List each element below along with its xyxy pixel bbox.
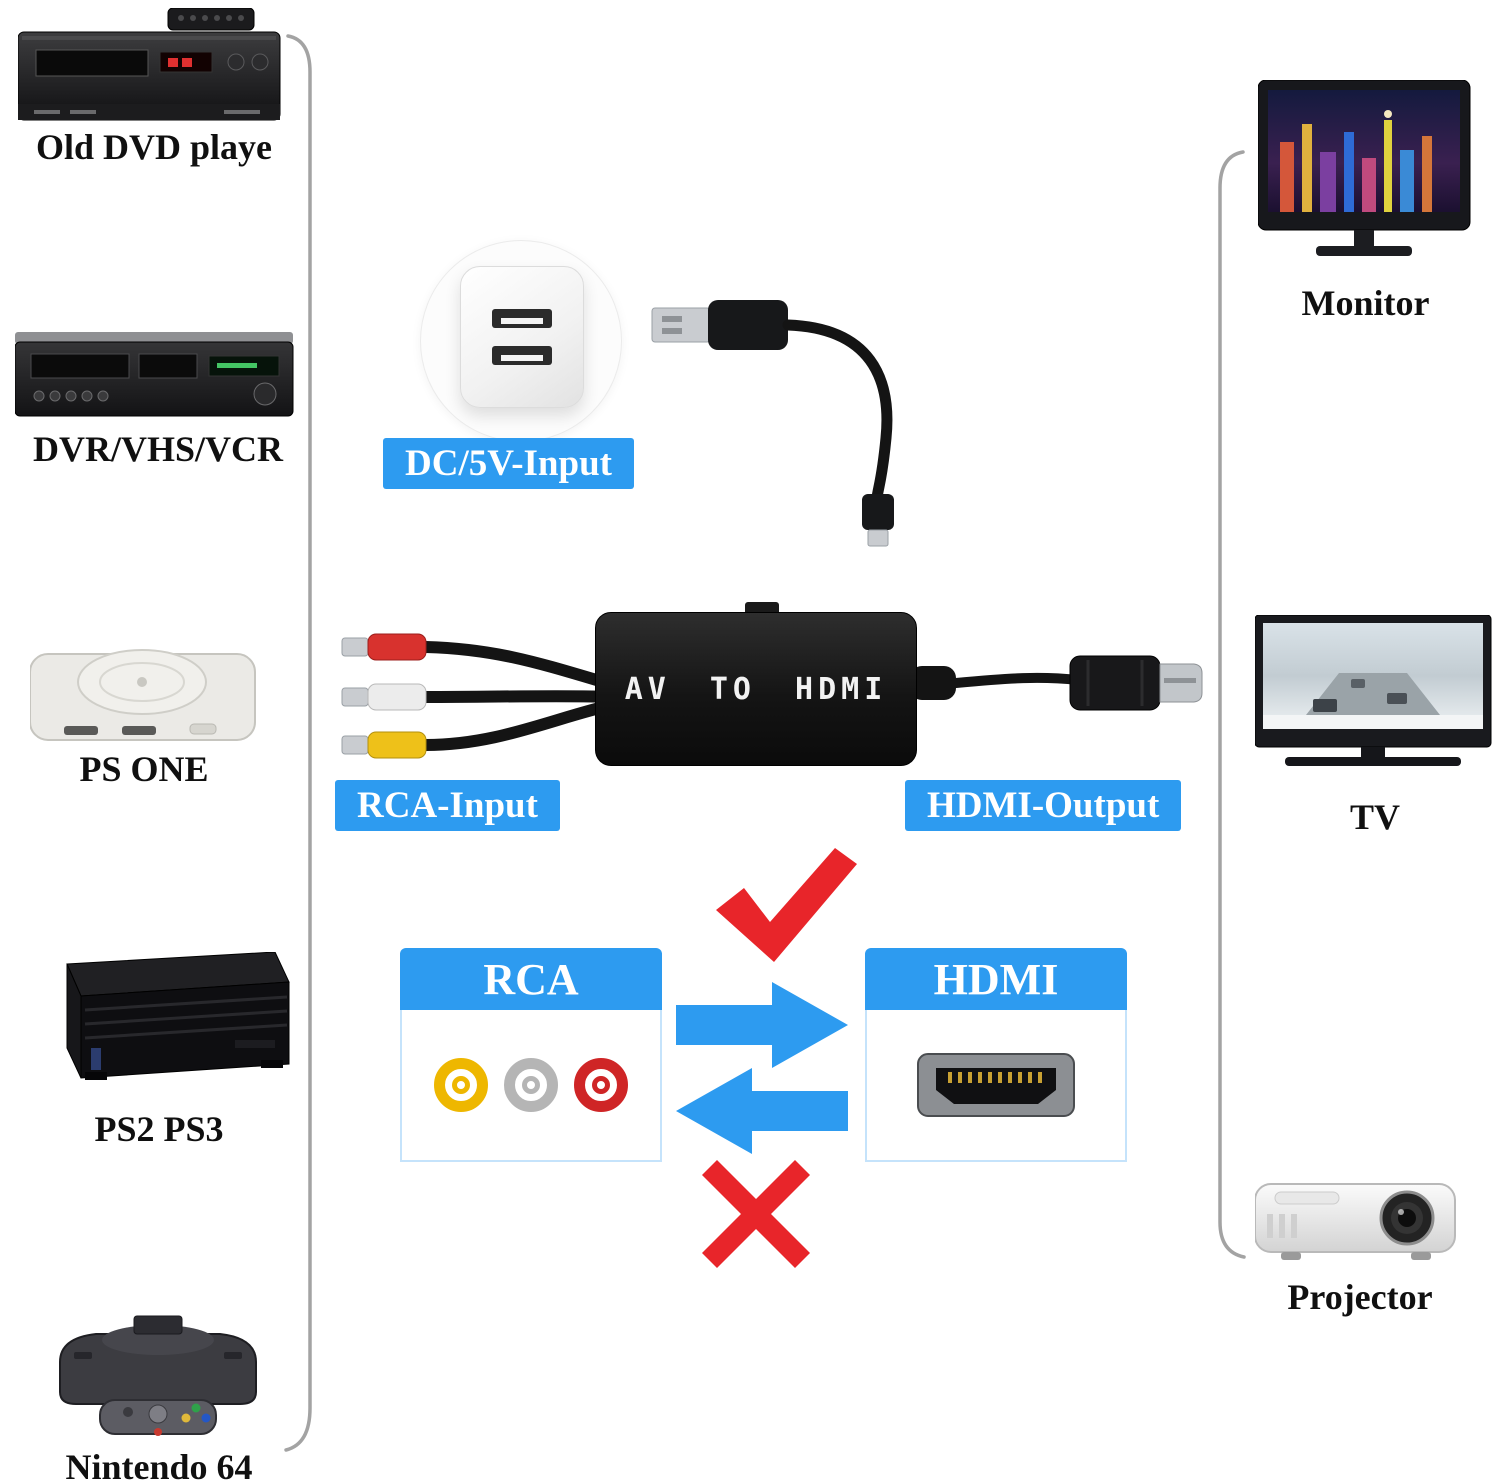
device-label-old-dvd-player: Old DVD playe bbox=[35, 127, 273, 167]
monitor-image bbox=[1258, 80, 1471, 256]
ps-one-image bbox=[30, 649, 256, 741]
checkmark-icon bbox=[716, 848, 857, 962]
device-label-nintendo-64: Nintendo 64 bbox=[65, 1447, 253, 1484]
device-label-dvr-vhs-vcr: DVR/VHS/VCR bbox=[32, 429, 283, 469]
usb-power-cable-image bbox=[651, 300, 894, 547]
rca-box-title: RCA bbox=[400, 948, 662, 1010]
old-dvd-player-image bbox=[18, 8, 281, 121]
usb-port-icon bbox=[492, 309, 552, 328]
nintendo-64-image bbox=[59, 1315, 257, 1436]
cross-icon bbox=[702, 1160, 810, 1268]
tv-image bbox=[1255, 615, 1492, 766]
arrow-left-icon bbox=[676, 1068, 848, 1154]
hdmi-output-label: HDMI-Output bbox=[905, 780, 1182, 831]
converter-label: AV TO HDMI bbox=[624, 671, 888, 707]
av-to-hdmi-converter-image: AV TO HDMI bbox=[595, 612, 917, 766]
usb-port-icon bbox=[492, 346, 552, 365]
dvr-vhs-vcr-image bbox=[15, 332, 294, 417]
projector-image bbox=[1255, 1183, 1456, 1260]
rca-cables-image bbox=[341, 633, 620, 759]
arrow-right-icon bbox=[676, 982, 848, 1068]
device-label-ps2-ps3: PS2 PS3 bbox=[94, 1109, 224, 1149]
device-label-projector: Projector bbox=[1287, 1277, 1433, 1317]
device-label-ps-one: PS ONE bbox=[79, 749, 209, 789]
rca-input-label: RCA-Input bbox=[335, 780, 560, 831]
rca-jack-white-icon bbox=[504, 1058, 558, 1112]
rca-jack-yellow-icon bbox=[434, 1058, 488, 1112]
hdmi-port-icon bbox=[917, 1053, 1075, 1117]
device-label-tv: TV bbox=[1349, 797, 1400, 837]
ps2-ps3-image bbox=[66, 952, 290, 1080]
rca-jacks-image bbox=[400, 1010, 662, 1162]
rca-comparison-box: RCA bbox=[400, 948, 662, 1162]
hdmi-cable-image bbox=[910, 655, 1203, 711]
device-label-monitor: Monitor bbox=[1301, 283, 1430, 323]
converter-switch bbox=[745, 602, 779, 614]
hdmi-box-title: HDMI bbox=[865, 948, 1127, 1010]
rca-jack-red-icon bbox=[574, 1058, 628, 1112]
hdmi-comparison-box: HDMI bbox=[865, 948, 1127, 1162]
right-bracket-line bbox=[1218, 150, 1246, 1259]
hdmi-port-container bbox=[865, 1010, 1127, 1162]
left-bracket-line bbox=[284, 34, 312, 1452]
usb-wall-charger-image bbox=[460, 266, 584, 408]
power-input-label: DC/5V-Input bbox=[383, 438, 634, 489]
